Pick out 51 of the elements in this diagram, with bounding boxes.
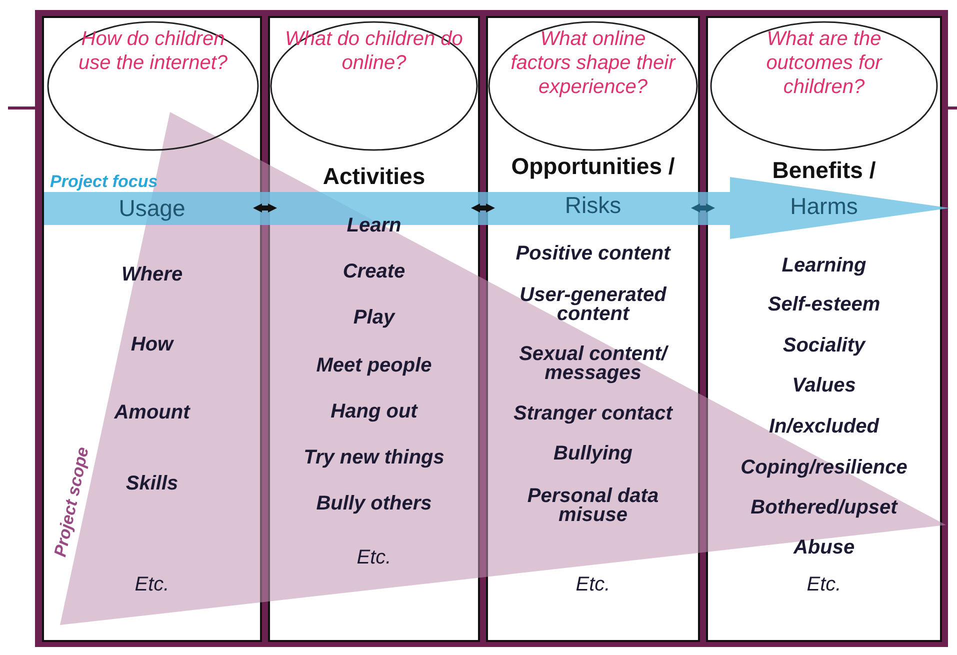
column-panel — [706, 16, 942, 642]
question-ellipse — [488, 21, 698, 151]
list-item: Coping/resilience — [740, 458, 908, 478]
list-item: How — [130, 336, 174, 354]
list-item: Bothered/upset — [750, 498, 898, 518]
list-item: Personal data misuse — [526, 487, 660, 525]
etc-text: Etc. — [806, 576, 842, 594]
list-item: Where — [121, 266, 183, 284]
column-heading: Risks — [564, 195, 622, 217]
column-panel — [268, 16, 480, 642]
list-item: Amount — [114, 404, 190, 422]
list-item: Learning — [782, 256, 866, 276]
list-item: Bullying — [554, 444, 632, 464]
list-item: In/excluded — [768, 418, 880, 436]
column-heading: Benefits / — [772, 160, 876, 182]
column-heading: Activities — [322, 166, 426, 188]
list-item: Bully others — [316, 494, 432, 514]
column-heading: Harms — [790, 196, 858, 218]
annotation-text: Project focus — [50, 172, 158, 192]
list-item: User-generated content — [518, 286, 668, 324]
list-item: Learn — [346, 216, 402, 236]
column-panel — [42, 16, 262, 642]
double-arrow — [691, 204, 715, 212]
column-heading: Opportunities / — [511, 156, 675, 178]
list-item: Meet people — [316, 356, 432, 376]
list-item: Create — [342, 262, 406, 282]
double-arrow — [253, 204, 277, 212]
list-item: Self-esteem — [768, 296, 880, 314]
list-item: Abuse — [793, 538, 855, 558]
list-item: Sociality — [782, 336, 866, 356]
question-text: What online factors shape their experience? — [510, 27, 677, 99]
list-item: Hang out — [330, 402, 418, 422]
list-item: Play — [353, 308, 395, 328]
question-text: What are the outcomes for children? — [765, 27, 884, 99]
question-ellipse — [47, 21, 259, 151]
question-text: How do children use the internet? — [78, 27, 228, 75]
list-item: Try new things — [304, 448, 444, 468]
question-ellipse — [710, 21, 938, 151]
etc-text: Etc. — [356, 548, 392, 568]
etc-text: Etc. — [576, 576, 610, 594]
double-arrow — [471, 204, 495, 212]
column-heading: Usage — [118, 198, 186, 220]
column-panel — [486, 16, 700, 642]
list-item: Stranger contact — [514, 404, 672, 424]
list-item: Values — [792, 376, 856, 396]
list-item: Skills — [126, 474, 178, 494]
etc-text: Etc. — [134, 576, 170, 594]
list-item: Sexual content/ messages — [518, 345, 670, 383]
question-ellipse — [270, 21, 478, 151]
list-item: Positive content — [516, 244, 670, 264]
annotation-text: Project scope — [50, 445, 94, 559]
